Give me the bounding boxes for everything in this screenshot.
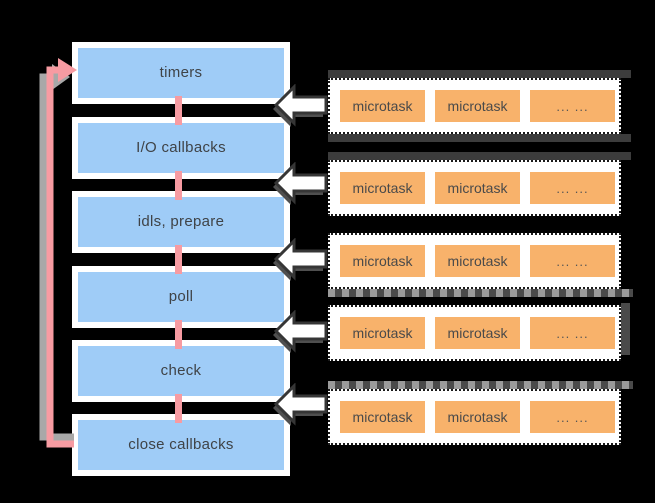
phase-label-close-callbacks: close callbacks <box>78 420 284 470</box>
phase-label-check: check <box>78 346 284 396</box>
phase-connector <box>175 394 182 423</box>
phase-box-check: check <box>72 340 290 402</box>
phase-box-close-callbacks: close callbacks <box>72 414 290 476</box>
microtask-more: ... ... <box>530 172 615 204</box>
microtask-item: microtask <box>435 90 520 122</box>
phase-connector <box>175 96 182 125</box>
microtask-item: microtask <box>435 317 520 349</box>
phase-connector <box>175 245 182 274</box>
microtask-more: ... ... <box>530 245 615 277</box>
event-loop-arrow-icon <box>39 58 77 448</box>
microtask-more: ... ... <box>530 90 615 122</box>
phase-label-poll: poll <box>78 272 284 322</box>
microtask-item: microtask <box>435 245 520 277</box>
microtask-queue: microtask microtask ... ... <box>328 152 631 216</box>
phase-box-idle-prepare: idls, prepare <box>72 191 290 253</box>
microtask-queue: microtask microtask ... ... <box>328 233 633 297</box>
phase-box-poll: poll <box>72 266 290 328</box>
microtask-more: ... ... <box>530 401 615 433</box>
microtask-queue: microtask microtask ... ... <box>328 70 631 142</box>
left-block-arrow-icon <box>273 162 328 205</box>
left-block-arrow-icon <box>273 383 328 426</box>
microtask-item: microtask <box>340 172 425 204</box>
phase-box-timers: timers <box>72 42 290 104</box>
microtask-item: microtask <box>340 401 425 433</box>
phase-label-idle-prepare: idls, prepare <box>78 197 284 247</box>
phase-label-io-callbacks: I/O callbacks <box>78 123 284 173</box>
microtask-queue: microtask microtask ... ... <box>328 303 630 361</box>
microtask-item: microtask <box>340 90 425 122</box>
microtask-item: microtask <box>435 172 520 204</box>
microtask-item: microtask <box>340 245 425 277</box>
phase-label-timers: timers <box>78 48 284 98</box>
microtask-item: microtask <box>340 317 425 349</box>
left-block-arrow-icon <box>273 238 328 281</box>
microtask-more: ... ... <box>530 317 615 349</box>
phase-connector <box>175 171 182 200</box>
left-block-arrow-icon <box>273 84 328 127</box>
left-block-arrow-icon <box>273 310 328 353</box>
phase-box-io-callbacks: I/O callbacks <box>72 117 290 179</box>
microtask-item: microtask <box>435 401 520 433</box>
microtask-queue: microtask microtask ... ... <box>328 381 633 445</box>
phase-connector <box>175 320 182 349</box>
